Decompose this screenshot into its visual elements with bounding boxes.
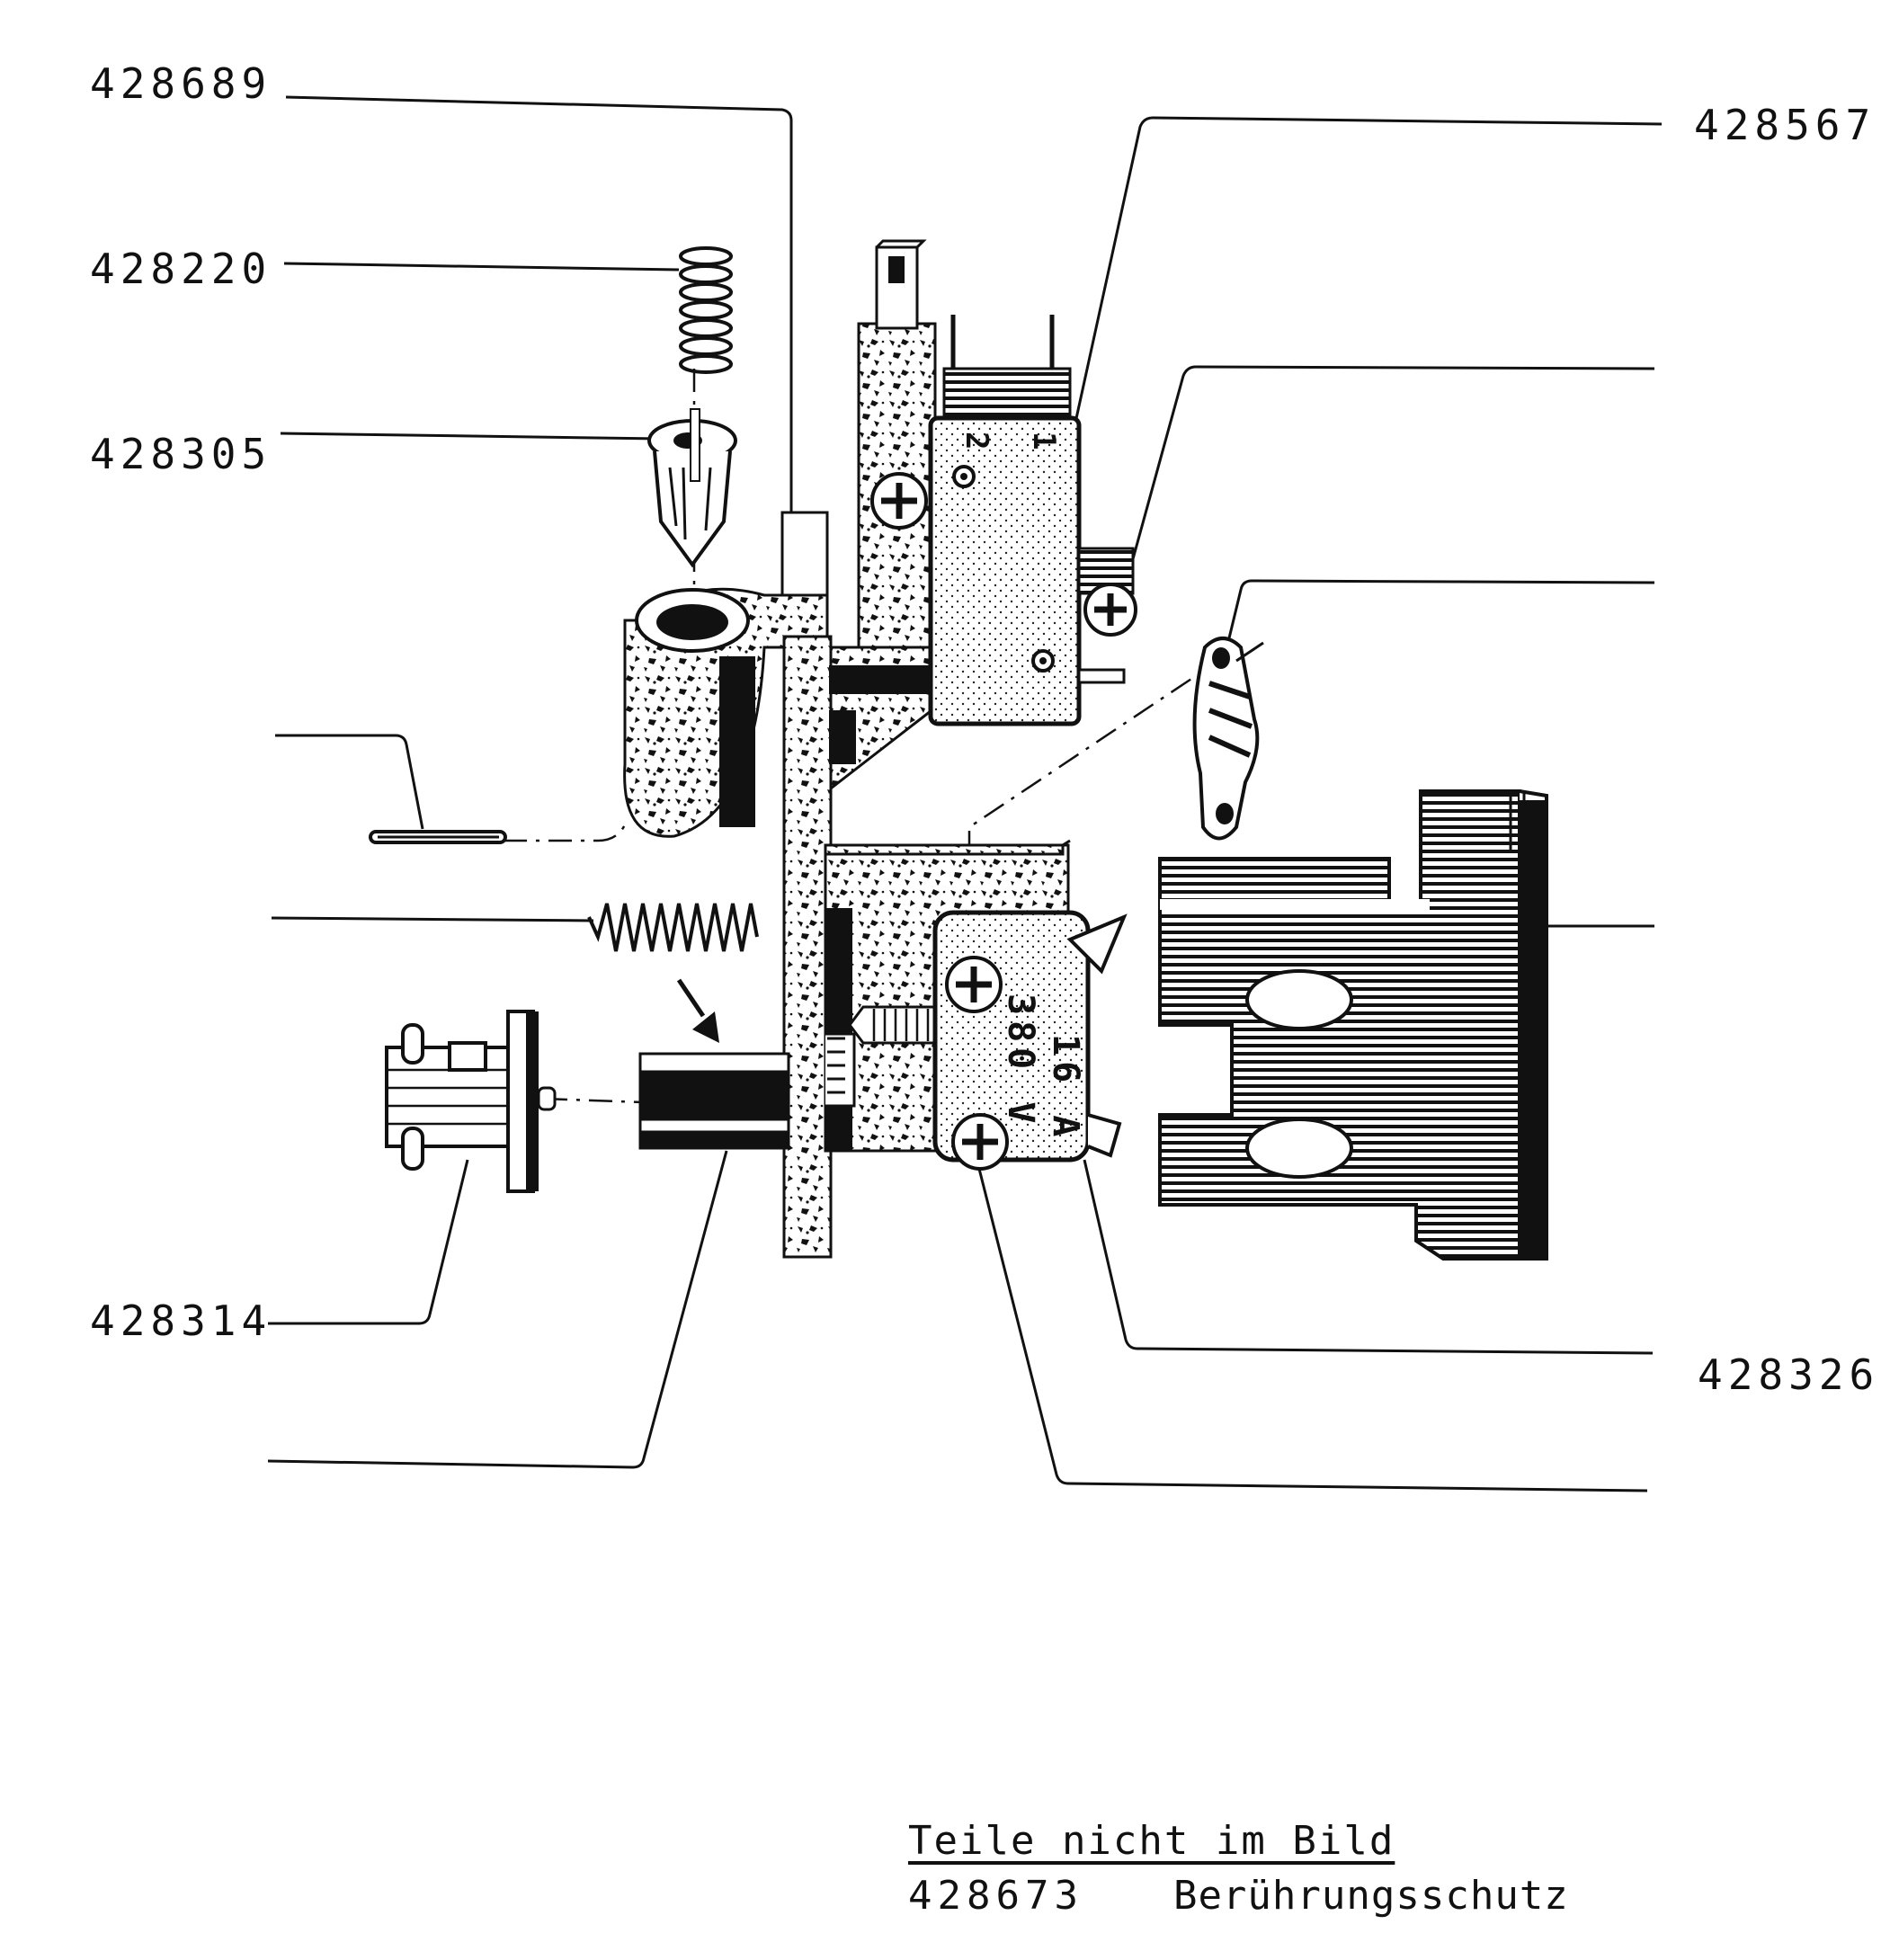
plunger-rod	[638, 1052, 790, 1150]
coil-spring	[587, 903, 759, 952]
switch-markings: 2 1 380 V 16 A	[958, 432, 1086, 1142]
lower-microswitch	[932, 910, 1128, 1171]
part-label-428689: 428689	[90, 59, 272, 108]
current-rating: 16 A	[1045, 1034, 1086, 1142]
leader-428326	[1083, 1159, 1654, 1355]
leader-428567	[1074, 116, 1663, 423]
parts-not-shown-note: Teile nicht im Bild 428673 Berührungsschu…	[908, 1818, 1569, 1919]
upper-column	[857, 239, 937, 649]
cover-plate	[1158, 789, 1548, 1261]
leader-right-2	[1226, 579, 1655, 646]
voltage-rating: 380 V	[1000, 993, 1041, 1128]
part-label-428305: 428305	[90, 430, 272, 478]
leader-bottom-2	[976, 1164, 1648, 1492]
leader-right-1	[1127, 365, 1655, 576]
leader-428305	[280, 432, 662, 441]
leader-428314	[268, 1159, 469, 1325]
push-button	[647, 408, 737, 568]
button-cap	[385, 1010, 557, 1193]
parts-not-shown-heading: Teile nicht im Bild	[908, 1818, 1395, 1864]
part-label-428314: 428314	[90, 1296, 272, 1345]
leader-lines	[267, 95, 1663, 1492]
dowel-pin	[369, 830, 507, 844]
part-label-428567: 428567	[1694, 101, 1877, 149]
terminal-2-marking: 2	[958, 432, 994, 450]
terminal-1-marking: 1	[1026, 432, 1062, 450]
item-part-name: Berührungsschutz	[1172, 1873, 1569, 1919]
leader-left-spring	[271, 916, 594, 922]
upper-microswitch	[870, 315, 1137, 726]
part-label-428220: 428220	[90, 245, 272, 293]
leader-428689	[285, 95, 793, 512]
direction-arrow	[676, 978, 719, 1043]
parts-not-shown-item: 428673 Berührungsschutz	[908, 1873, 1569, 1919]
compression-spring	[679, 246, 733, 374]
leader-left-pin	[275, 734, 424, 830]
leader-428220	[283, 262, 680, 272]
ground-strap	[1192, 637, 1264, 841]
part-label-428326: 428326	[1698, 1350, 1880, 1399]
item-part-number: 428673	[908, 1873, 1083, 1919]
leader-bottom-1	[267, 1150, 728, 1469]
